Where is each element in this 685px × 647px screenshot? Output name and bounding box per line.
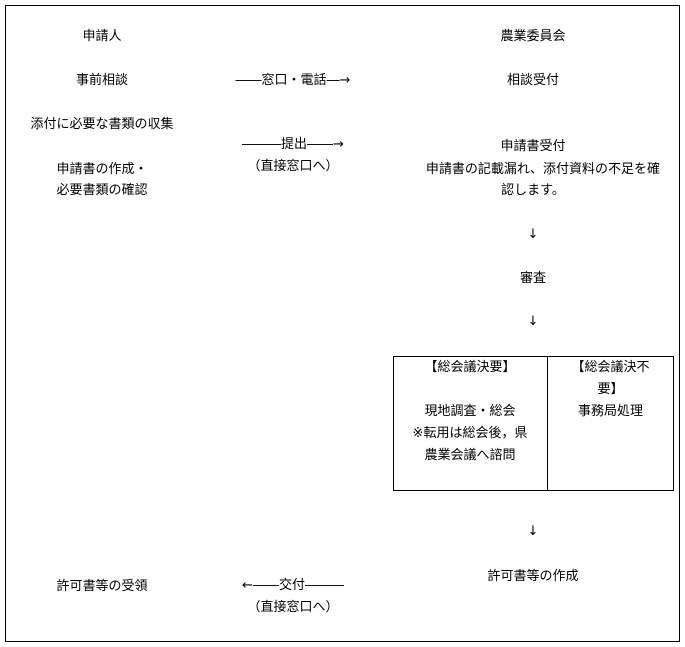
committee-review: 審査 <box>519 271 546 286</box>
down-arrow-icon: ↓ <box>527 227 539 242</box>
applicant-consult: 事前相談 <box>75 73 128 88</box>
committee-application-accept: 申請書受付 <box>500 139 566 154</box>
decision-required-line1: 現地調査・総会 <box>424 404 516 419</box>
committee-issue: 許可書等の作成 <box>487 569 579 584</box>
arrow-submit: ―――提出――→ <box>242 137 344 152</box>
committee-check-line2: 認します。 <box>501 183 565 198</box>
arrow-deliver: ←――交付――― <box>242 578 344 593</box>
applicant-collect: 添付に必要な書類の収集 <box>30 117 174 132</box>
arrow-consult: ――窓口・電話―→ <box>235 73 351 88</box>
decision-required-title: 【総会議決要】 <box>424 360 516 375</box>
decision-not-required-title-line1: 【総会議決不 <box>571 360 650 375</box>
decision-divider <box>547 356 548 491</box>
decision-required-line3: 農業会議へ諮問 <box>424 448 516 463</box>
applicant-prepare-line2: 必要書類の確認 <box>56 183 148 198</box>
committee-header: 農業委員会 <box>500 29 566 44</box>
applicant-header: 申請人 <box>82 29 122 44</box>
down-arrow-icon: ↓ <box>527 524 539 539</box>
decision-not-required-title-line2: 要】 <box>597 382 624 397</box>
diagram-frame <box>5 5 680 642</box>
decision-box <box>393 356 674 491</box>
down-arrow-icon: ↓ <box>527 314 539 329</box>
committee-consult-accept: 相談受付 <box>506 73 559 88</box>
decision-required-line2: ※転用は総会後，県 <box>412 426 528 441</box>
arrow-deliver-note: （直接窓口へ） <box>247 600 339 615</box>
arrow-submit-note: （直接窓口へ） <box>247 159 339 174</box>
applicant-receive: 許可書等の受領 <box>56 579 148 594</box>
decision-not-required-body: 事務局処理 <box>577 404 643 419</box>
applicant-prepare-line1: 申請書の作成・ <box>56 162 148 177</box>
committee-check-line1: 申請書の記載漏れ、添付資料の不足を確 <box>425 162 661 177</box>
